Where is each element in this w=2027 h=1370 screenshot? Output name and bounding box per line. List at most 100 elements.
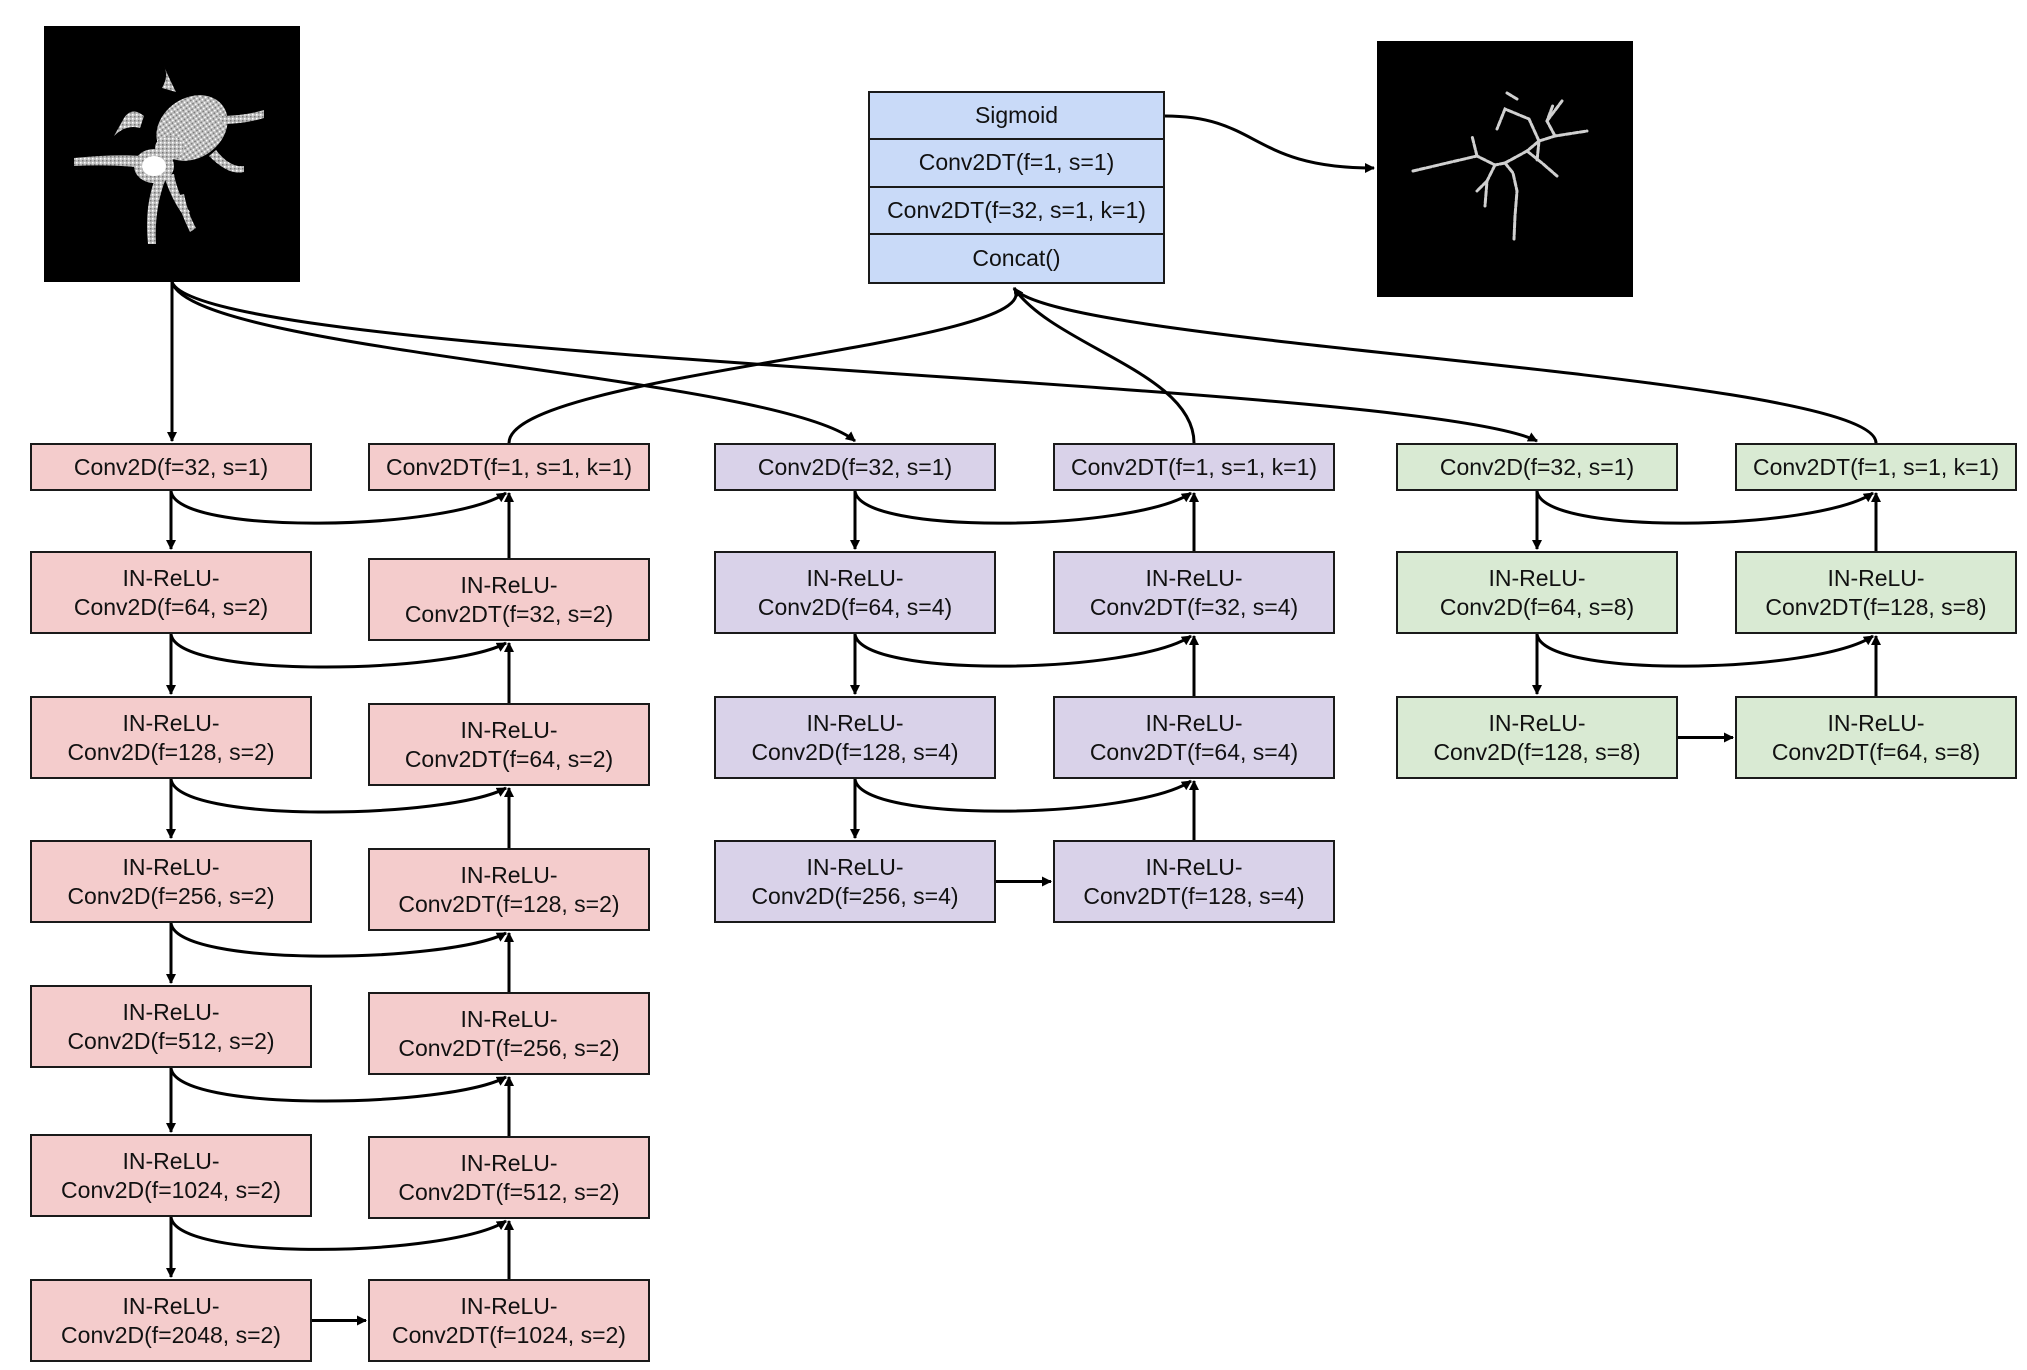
layer-label-line: IN-ReLU- xyxy=(122,853,220,880)
purple-encoder-layer-0: Conv2D(f=32, s=1) xyxy=(714,443,996,491)
layer-label-line: IN-ReLU- xyxy=(1488,709,1586,736)
green-to-concat xyxy=(1012,287,1878,444)
input-image xyxy=(44,26,300,282)
layer-label-line: Conv2DT(f=128, s=8) xyxy=(1765,593,1987,620)
head-row-sigmoid: Sigmoid xyxy=(870,93,1163,141)
layer-label-line: Conv2DT(f=1, s=1, k=1) xyxy=(1070,453,1318,480)
layer-label-line: IN-ReLU- xyxy=(1145,709,1243,736)
layer-label-line: Conv2D(f=128, s=4) xyxy=(751,738,959,765)
layer-label-line: Conv2D(f=32, s=1) xyxy=(1439,453,1635,480)
purple-skip-2 xyxy=(853,778,1192,813)
layer-label-line: IN-ReLU- xyxy=(1145,853,1243,880)
green-skip-1 xyxy=(1535,633,1874,668)
red-decoder-layer-0: Conv2DT(f=1, s=1, k=1) xyxy=(368,443,650,491)
layer-label-line: IN-ReLU- xyxy=(460,716,558,743)
layer-label-line: IN-ReLU- xyxy=(122,1292,220,1319)
layer-label-line: Conv2D(f=256, s=2) xyxy=(67,882,275,909)
red-skip-4 xyxy=(169,1067,507,1103)
red-decoder-layer-4: IN-ReLU-Conv2DT(f=256, s=2) xyxy=(368,992,650,1075)
purple-to-concat xyxy=(1012,287,1196,444)
layer-label-line: Conv2D(f=32, s=1) xyxy=(757,453,953,480)
purple-skip-0 xyxy=(853,490,1192,525)
green-decoder-layer-2: IN-ReLU-Conv2DT(f=64, s=8) xyxy=(1735,696,2017,779)
output-image xyxy=(1377,41,1633,297)
purple-decoder-layer-1: IN-ReLU-Conv2DT(f=32, s=4) xyxy=(1053,551,1335,634)
layer-label-line: IN-ReLU- xyxy=(1827,709,1925,736)
red-skip-0 xyxy=(169,490,507,525)
purple-decoder-layer-3: IN-ReLU-Conv2DT(f=128, s=4) xyxy=(1053,840,1335,923)
red-encoder-layer-4: IN-ReLU-Conv2D(f=512, s=2) xyxy=(30,985,312,1068)
layer-label-line: Conv2DT(f=64, s=4) xyxy=(1089,738,1299,765)
red-encoder-layer-3: IN-ReLU-Conv2D(f=256, s=2) xyxy=(30,840,312,923)
layer-label-line: Conv2DT(f=32, s=2) xyxy=(404,600,614,627)
head-row-concat: Concat() xyxy=(972,244,1061,271)
layer-label-line: IN-ReLU- xyxy=(122,998,220,1025)
layer-label-line: Conv2DT(f=128, s=2) xyxy=(398,890,620,917)
red-decoder-layer-6: IN-ReLU-Conv2DT(f=1024, s=2) xyxy=(368,1279,650,1362)
red-encoder-layer-2: IN-ReLU-Conv2D(f=128, s=2) xyxy=(30,696,312,779)
green-decoder-layer-1: IN-ReLU-Conv2DT(f=128, s=8) xyxy=(1735,551,2017,634)
layer-label-line: Conv2DT(f=1, s=1, k=1) xyxy=(1752,453,2000,480)
layer-label-line: Conv2DT(f=512, s=2) xyxy=(398,1178,620,1205)
layer-label-line: Conv2D(f=32, s=1) xyxy=(73,453,269,480)
layer-label-line: IN-ReLU- xyxy=(1827,564,1925,591)
red-skip-2 xyxy=(169,778,507,814)
input-volume-render xyxy=(74,66,264,244)
red-decoder-layer-2: IN-ReLU-Conv2DT(f=64, s=2) xyxy=(368,703,650,786)
layer-label-line: Conv2D(f=2048, s=2) xyxy=(61,1321,281,1348)
output-skeleton-render xyxy=(1411,91,1589,241)
layer-label-line: IN-ReLU- xyxy=(460,1005,558,1032)
layer-label-line: Conv2D(f=256, s=4) xyxy=(751,882,959,909)
output-head-block: Sigmoid Conv2DT(f=1, s=1) Conv2DT(f=32, … xyxy=(868,91,1165,284)
layer-label-line: IN-ReLU- xyxy=(122,564,220,591)
layer-label-line: Conv2DT(f=256, s=2) xyxy=(398,1034,620,1061)
red-decoder-layer-1: IN-ReLU-Conv2DT(f=32, s=2) xyxy=(368,558,650,641)
red-decoder-layer-5: IN-ReLU-Conv2DT(f=512, s=2) xyxy=(368,1136,650,1219)
layer-label-line: Conv2DT(f=32, s=4) xyxy=(1089,593,1299,620)
red-skip-5 xyxy=(169,1216,507,1251)
layer-label-line: Conv2D(f=64, s=8) xyxy=(1439,593,1635,620)
red-skip-1 xyxy=(169,633,507,669)
red-encoder-layer-5: IN-ReLU-Conv2D(f=1024, s=2) xyxy=(30,1134,312,1217)
head-row-conv2dt-1: Conv2DT(f=1, s=1) xyxy=(870,140,1163,188)
layer-label-line: Conv2D(f=64, s=2) xyxy=(73,593,269,620)
purple-encoder-layer-1: IN-ReLU-Conv2D(f=64, s=4) xyxy=(714,551,996,634)
layer-label-line: IN-ReLU- xyxy=(460,571,558,598)
green-encoder-layer-1: IN-ReLU-Conv2D(f=64, s=8) xyxy=(1396,551,1678,634)
red-encoder-layer-6: IN-ReLU-Conv2D(f=2048, s=2) xyxy=(30,1279,312,1362)
purple-encoder-layer-3: IN-ReLU-Conv2D(f=256, s=4) xyxy=(714,840,996,923)
layer-label-line: Conv2DT(f=1024, s=2) xyxy=(392,1321,626,1348)
input-to-purple-enc xyxy=(170,281,856,443)
red-to-concat xyxy=(507,287,1024,444)
layer-label-line: IN-ReLU- xyxy=(122,709,220,736)
green-encoder-layer-2: IN-ReLU-Conv2D(f=128, s=8) xyxy=(1396,696,1678,779)
layer-label-line: Conv2D(f=1024, s=2) xyxy=(61,1176,281,1203)
layer-label-line: IN-ReLU- xyxy=(122,1147,220,1174)
head-to-output xyxy=(1164,114,1375,173)
layer-label-line: Conv2D(f=512, s=2) xyxy=(67,1027,275,1054)
layer-label-line: Conv2DT(f=1, s=1, k=1) xyxy=(385,453,633,480)
head-row-conv2dt-32: Conv2DT(f=32, s=1, k=1) xyxy=(870,188,1163,235)
layer-label-line: Conv2D(f=128, s=8) xyxy=(1433,738,1641,765)
layer-label-line: IN-ReLU- xyxy=(806,853,904,880)
layer-label-line: IN-ReLU- xyxy=(806,564,904,591)
purple-encoder-layer-2: IN-ReLU-Conv2D(f=128, s=4) xyxy=(714,696,996,779)
purple-skip-1 xyxy=(853,633,1192,668)
layer-label-line: IN-ReLU- xyxy=(1145,564,1243,591)
layer-label-line: Conv2DT(f=128, s=4) xyxy=(1083,882,1305,909)
layer-label-line: Conv2DT(f=64, s=2) xyxy=(404,745,614,772)
layer-label-line: IN-ReLU- xyxy=(460,1149,558,1176)
purple-decoder-layer-2: IN-ReLU-Conv2DT(f=64, s=4) xyxy=(1053,696,1335,779)
layer-label-line: IN-ReLU- xyxy=(460,861,558,888)
purple-decoder-layer-0: Conv2DT(f=1, s=1, k=1) xyxy=(1053,443,1335,491)
layer-label-line: IN-ReLU- xyxy=(806,709,904,736)
layer-label-line: IN-ReLU- xyxy=(1488,564,1586,591)
layer-label-line: Conv2DT(f=64, s=8) xyxy=(1771,738,1981,765)
red-encoder-layer-1: IN-ReLU-Conv2D(f=64, s=2) xyxy=(30,551,312,634)
red-encoder-layer-0: Conv2D(f=32, s=1) xyxy=(30,443,312,491)
green-encoder-layer-0: Conv2D(f=32, s=1) xyxy=(1396,443,1678,491)
layer-label-line: IN-ReLU- xyxy=(460,1292,558,1319)
layer-label-line: Conv2D(f=64, s=4) xyxy=(757,593,953,620)
